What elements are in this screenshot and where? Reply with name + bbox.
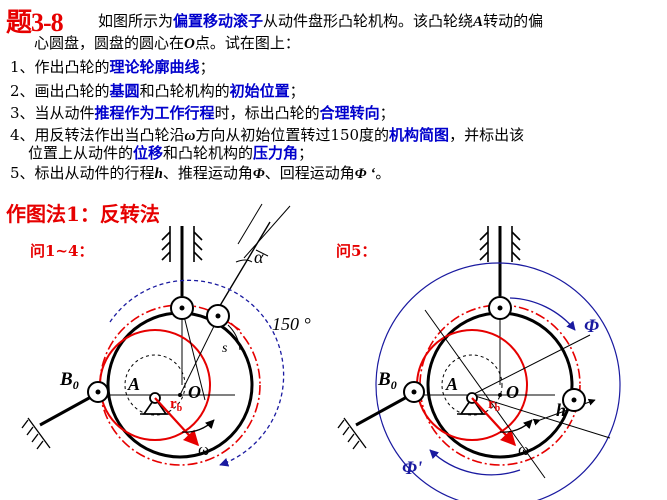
left-figure: α 150 ° s B0 A O rb ω xyxy=(21,203,311,467)
follower-guide-left xyxy=(161,226,203,262)
theoretical-profile-left xyxy=(99,304,261,466)
pivot-a-left xyxy=(140,392,170,415)
phi-label: Φ xyxy=(584,316,599,337)
b0-label-left: B0 xyxy=(59,369,79,392)
o-label-left: O xyxy=(188,382,201,402)
rb-label-left: rb xyxy=(170,396,183,414)
method-title: 作图法1：反转法 xyxy=(6,202,160,226)
a-label-right: A xyxy=(445,374,458,394)
alpha-label: α xyxy=(254,247,264,267)
intro-line-1: 如图所示为偏置移动滚子从动件盘形凸轮机构。该凸轮绕A转动的偏 xyxy=(98,12,544,30)
rb-label-right: rb xyxy=(488,396,501,414)
omega-label-left: ω xyxy=(198,440,209,459)
var-a: A xyxy=(473,14,484,30)
task-1: 1、作出凸轮的理论轮廓曲线； xyxy=(10,58,215,76)
right-figure-label: 问5： xyxy=(336,242,377,260)
var-o: O xyxy=(184,36,195,52)
outer-circle-right xyxy=(375,262,621,500)
left-figure-label: 问1~4： xyxy=(30,242,94,260)
highlight-roller-follower: 偏置移动滚子 xyxy=(173,12,264,30)
follower-guide-right xyxy=(479,226,521,262)
rotated-follower-line xyxy=(214,221,271,315)
phi-prime-label: Φ' xyxy=(402,458,422,479)
o-label-right: O xyxy=(506,382,519,402)
h-label: h xyxy=(556,400,566,420)
right-figure: Φ Φ' h B0 A O rb ω xyxy=(337,226,621,500)
pivot-a-right xyxy=(457,392,487,415)
omega-arrow-left xyxy=(181,419,215,433)
intro-line-2: 心圆盘，圆盘的圆心在O点。试在图上： xyxy=(34,34,300,52)
task-5: 5、标出从动件的行程h、推程运动角Φ、回程运动角Φ ‘。 xyxy=(10,164,391,182)
task-2: 2、画出凸轮的基圆和凸轮机构的初始位置； xyxy=(10,82,305,100)
task-4-continued: 位置上从动件的位移和凸轮机构的压力角； xyxy=(28,144,314,162)
task-3: 3、当从动件推程作为工作行程时，标出凸轮的合理转向； xyxy=(10,104,395,122)
task-4: 4、用反转法作出当凸轮沿ω方向从初始位置转过150度的机构简图，并标出该 xyxy=(10,126,525,144)
rb-arrow-right xyxy=(471,397,517,447)
a-label-left: A xyxy=(127,374,140,394)
theoretical-profile-right xyxy=(419,304,581,466)
angle-150-label: 150 ° xyxy=(272,314,311,334)
omega-label-right: ω xyxy=(518,440,529,459)
omega-arrow-right xyxy=(499,419,533,433)
problem-number: 题3-8 xyxy=(6,8,64,37)
s-label: s xyxy=(222,341,228,356)
rb-arrow-left xyxy=(154,397,200,447)
angle-arc-150 xyxy=(109,279,285,467)
b0-label-right: B0 xyxy=(377,369,397,392)
